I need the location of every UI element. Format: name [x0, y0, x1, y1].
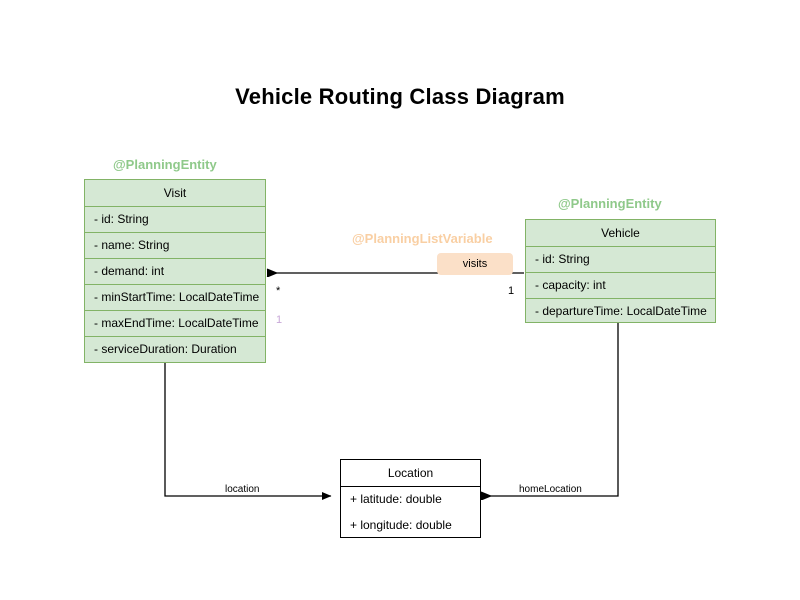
multiplicity-visit-one: 1	[276, 314, 283, 326]
uml-attribute: - maxEndTime: LocalDateTime	[85, 311, 265, 337]
uml-attribute: - departureTime: LocalDateTime	[535, 304, 707, 318]
uml-attribute: + longitude: double	[350, 518, 452, 532]
uml-class-visit[interactable]: Visit - id: String - name: String - dema…	[84, 179, 266, 363]
uml-attribute: - minStartTime: LocalDateTime	[85, 285, 265, 311]
uml-class-visit-name: Visit	[85, 180, 265, 207]
relation-label-home-location: homeLocation	[519, 484, 582, 495]
relation-label-visits: visits	[437, 253, 513, 275]
uml-attribute: - capacity: int	[526, 273, 715, 299]
edge-visit-location	[164, 363, 332, 500]
annotation-planning-list-variable: @PlanningListVariable	[352, 231, 493, 246]
uml-attribute: - id: String	[85, 207, 265, 233]
annotation-vehicle-planning-entity: @PlanningEntity	[558, 196, 662, 211]
multiplicity-vehicle-one: 1	[508, 285, 515, 297]
edge-vehicle-home-location	[490, 323, 619, 496]
uml-attribute: - demand: int	[85, 259, 265, 285]
uml-attribute: - id: String	[526, 247, 715, 273]
uml-class-vehicle-name: Vehicle	[526, 220, 715, 247]
relation-label-location: location	[225, 484, 260, 495]
uml-class-location-name: Location	[341, 460, 480, 487]
annotation-visit-planning-entity: @PlanningEntity	[113, 157, 217, 172]
uml-class-location[interactable]: Location + latitude: double + longitude:…	[340, 459, 481, 538]
uml-class-vehicle[interactable]: Vehicle - id: String - capacity: int - d…	[525, 219, 716, 323]
multiplicity-visit-many: *	[276, 285, 281, 297]
page-title: Vehicle Routing Class Diagram	[235, 84, 565, 109]
uml-attribute: - serviceDuration: Duration	[94, 342, 237, 356]
uml-attribute: - name: String	[85, 233, 265, 259]
uml-attribute: + latitude: double	[350, 492, 442, 506]
